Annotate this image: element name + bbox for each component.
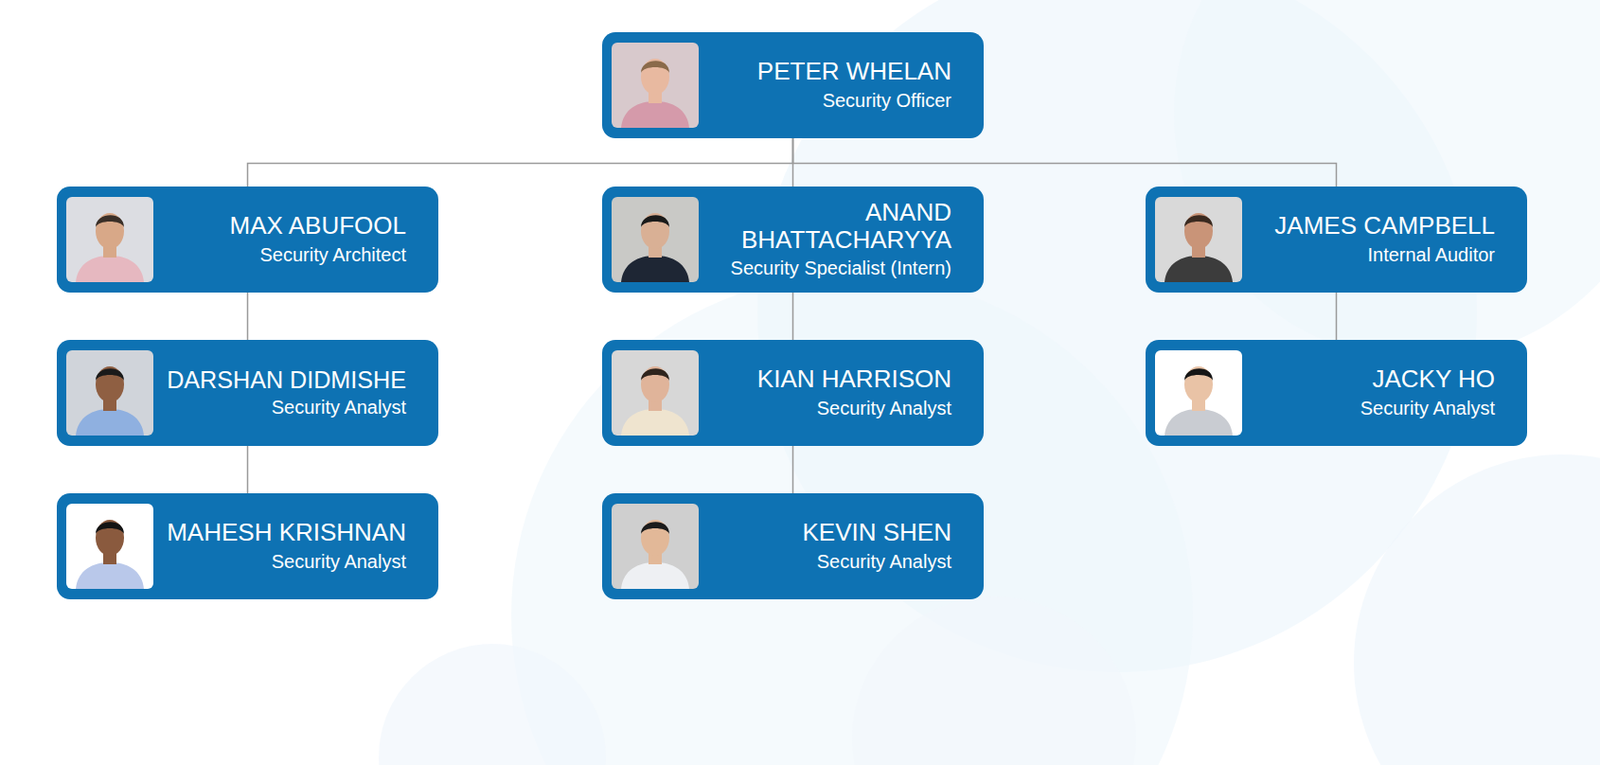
job-title: Security Analyst: [817, 395, 952, 421]
person-box: JACKY HOSecurity Analyst: [1145, 339, 1528, 446]
person-name: KIAN HARRISON: [757, 365, 952, 393]
person-box: MAHESH KRISHNANSecurity Analyst: [56, 493, 439, 600]
text-column: ANAND BHATTACHARYYASecurity Specialist (…: [710, 186, 952, 293]
person-name: KEVIN SHEN: [802, 518, 953, 547]
reporting-line: [792, 292, 795, 340]
person-box: ANAND BHATTACHARYYASecurity Specialist (…: [602, 186, 984, 293]
reporting-line: [792, 445, 795, 494]
text-column: PETER WHELANSecurity Officer: [710, 32, 952, 139]
avatar-photo: [1155, 196, 1243, 283]
text-column: MAX ABUFOOLSecurity Architect: [164, 186, 407, 293]
person-box: MAX ABUFOOLSecurity Architect: [56, 186, 439, 293]
text-column: JAMES CAMPBELLInternal Auditor: [1253, 186, 1495, 293]
avatar-photo: [611, 350, 699, 436]
job-title: Security Analyst: [271, 549, 407, 574]
person-name: DARSHAN DIDMISHE: [166, 366, 407, 393]
avatar-photo: [66, 503, 154, 589]
text-column: DARSHAN DIDMISHESecurity Analyst: [164, 339, 407, 446]
avatar-photo: [66, 196, 154, 283]
person-name: PETER WHELAN: [757, 57, 952, 86]
person-name: MAX ABUFOOL: [230, 212, 407, 240]
reporting-line: [248, 138, 794, 187]
person-name: JACKY HO: [1371, 365, 1495, 393]
person-box: JAMES CAMPBELLInternal Auditor: [1145, 186, 1528, 293]
avatar-photo: [66, 350, 154, 436]
job-title: Security Analyst: [1360, 395, 1495, 421]
job-title: Internal Auditor: [1367, 242, 1495, 267]
avatar-photo: [1155, 350, 1243, 436]
job-title: Security Analyst: [271, 394, 407, 420]
reporting-line: [793, 138, 1337, 187]
text-column: MAHESH KRISHNANSecurity Analyst: [164, 493, 407, 600]
avatar-photo: [611, 42, 699, 128]
person-box: PETER WHELANSecurity Officer: [602, 32, 984, 139]
person-box: KIAN HARRISONSecurity Analyst: [602, 339, 984, 446]
job-title: Security Architect: [259, 242, 407, 267]
text-column: KIAN HARRISONSecurity Analyst: [710, 339, 952, 446]
avatar-photo: [611, 196, 699, 283]
job-title: Security Analyst: [817, 549, 952, 574]
job-title: Security Specialist (Intern): [730, 255, 952, 281]
text-column: KEVIN SHENSecurity Analyst: [710, 493, 952, 600]
avatar-photo: [611, 503, 699, 589]
reporting-line: [1335, 292, 1338, 340]
person-name: MAHESH KRISHNAN: [166, 518, 407, 547]
person-box: KEVIN SHENSecurity Analyst: [602, 493, 984, 600]
person-name: JAMES CAMPBELL: [1274, 212, 1495, 240]
job-title: Security Officer: [822, 88, 952, 113]
reporting-line: [247, 292, 249, 340]
person-box: DARSHAN DIDMISHESecurity Analyst: [56, 339, 439, 446]
text-column: JACKY HOSecurity Analyst: [1253, 339, 1495, 446]
person-name: ANAND BHATTACHARYYA: [710, 198, 952, 254]
reporting-line: [247, 445, 249, 494]
